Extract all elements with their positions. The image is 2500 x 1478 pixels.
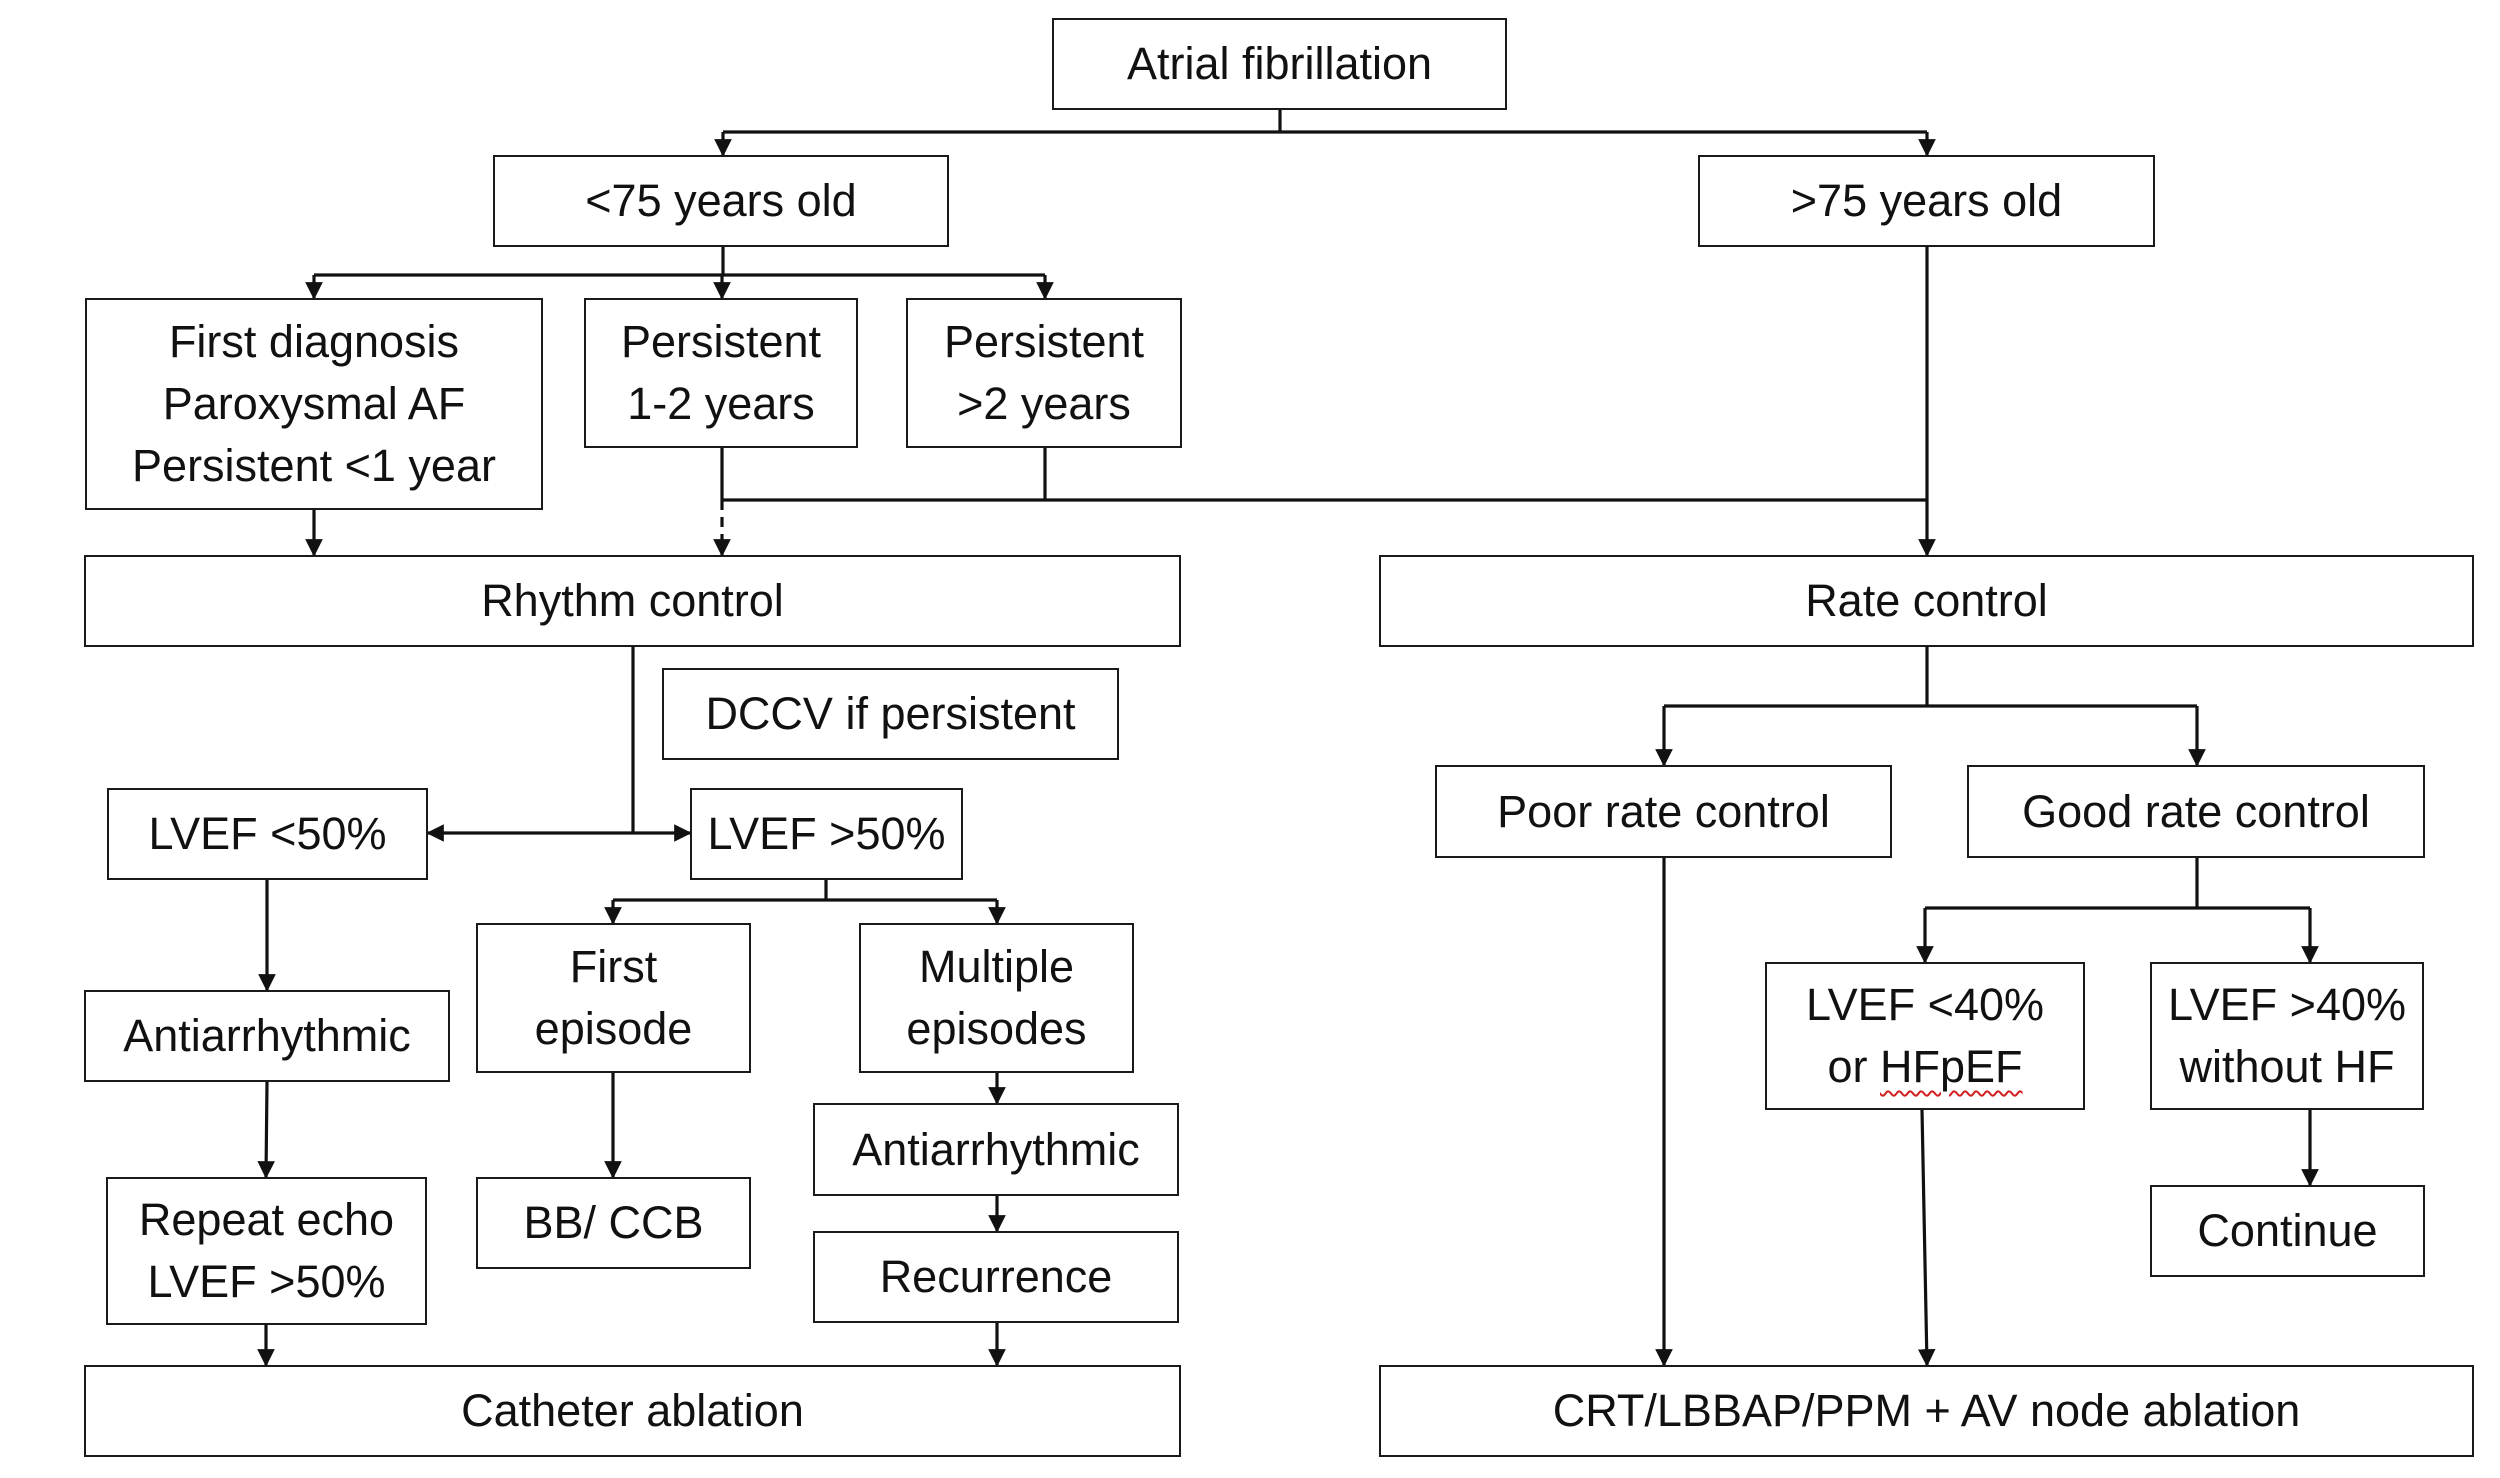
poor-rate-control-node: Poor rate control bbox=[1435, 765, 1892, 858]
rate-control-node: Rate control bbox=[1379, 555, 2474, 647]
antiarrhythmic-middle-node: Antiarrhythmic bbox=[813, 1103, 1179, 1196]
atrial-fibrillation-node: Atrial fibrillation bbox=[1052, 18, 1507, 110]
first-diagnosis-node: First diagnosis Paroxysmal AF Persistent… bbox=[85, 298, 543, 510]
age-under-75-node: <75 years old bbox=[493, 155, 949, 247]
repeat-echo-node: Repeat echo LVEF >50% bbox=[106, 1177, 427, 1325]
lvef-over-50-node: LVEF >50% bbox=[690, 788, 963, 880]
persistent-over-2-years-node: Persistent >2 years bbox=[906, 298, 1182, 448]
lvef-under-50-node: LVEF <50% bbox=[107, 788, 428, 880]
dccv-note-node: DCCV if persistent bbox=[662, 668, 1119, 760]
bb-ccb-node: BB/ CCB bbox=[476, 1177, 751, 1269]
continue-node: Continue bbox=[2150, 1185, 2425, 1277]
good-rate-control-node: Good rate control bbox=[1967, 765, 2425, 858]
recurrence-node: Recurrence bbox=[813, 1231, 1179, 1323]
lvef-over-40-node: LVEF >40% without HF bbox=[2150, 962, 2424, 1110]
or-label: or bbox=[1827, 1041, 1880, 1092]
age-over-75-node: >75 years old bbox=[1698, 155, 2155, 247]
antiarrhythmic-left-node: Antiarrhythmic bbox=[84, 990, 450, 1082]
persistent-1-2-years-node: Persistent 1-2 years bbox=[584, 298, 858, 448]
multiple-episodes-node: Multiple episodes bbox=[859, 923, 1134, 1073]
lvef-under-40-node: LVEF <40% or HFpEF bbox=[1765, 962, 2085, 1110]
first-episode-node: First episode bbox=[476, 923, 751, 1073]
arrow bbox=[1917, 1109, 1936, 1367]
arrow bbox=[257, 1081, 275, 1179]
crt-av-node-ablation-node: CRT/LBBAP/PPM + AV node ablation bbox=[1379, 1365, 2474, 1457]
catheter-ablation-node: Catheter ablation bbox=[84, 1365, 1181, 1457]
hfpef-label: HFpEF bbox=[1880, 1041, 2023, 1092]
rhythm-control-node: Rhythm control bbox=[84, 555, 1181, 647]
